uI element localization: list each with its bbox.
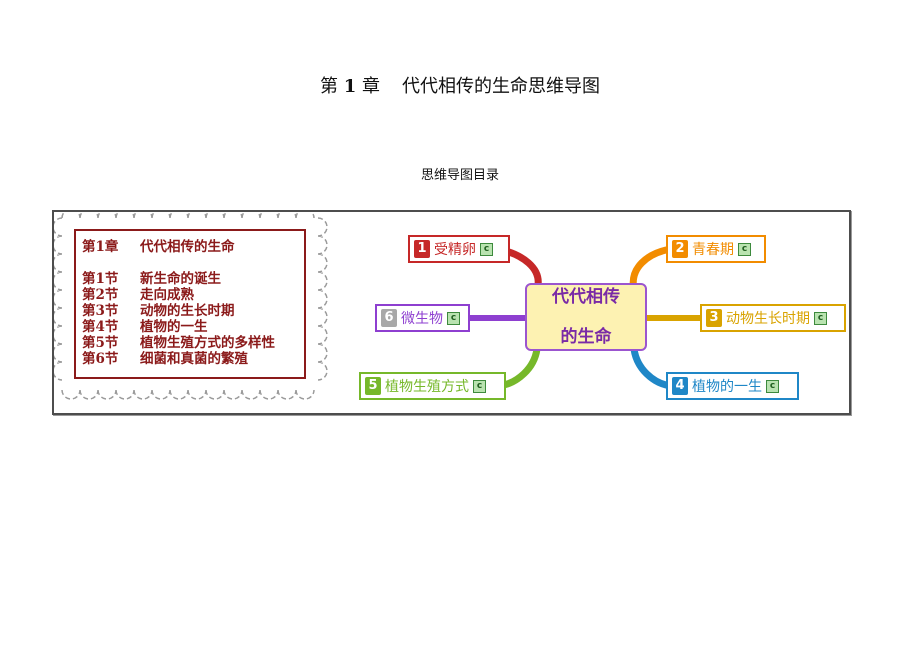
title-text: 代代相传的生命思维导图 — [402, 76, 600, 97]
toc-item-key: 第2节 — [82, 287, 119, 303]
toc-heading-value: 代代相传的生命 — [140, 239, 235, 255]
toc-item[interactable]: 第5节 植物生殖方式的多样性 — [82, 335, 304, 351]
center-topic-node[interactable]: 代代相传的生命 — [525, 283, 647, 351]
note-icon[interactable]: c — [480, 242, 493, 256]
toc-heading-key: 第1章 — [82, 239, 119, 255]
mindmap-subtitle: 思维导图目录 — [420, 168, 499, 183]
toc-item-key: 第1节 — [82, 271, 119, 287]
toc-item-key: 第6节 — [82, 351, 119, 367]
toc-item[interactable]: 第3节 动物的生长时期 — [82, 303, 304, 319]
note-icon[interactable]: c — [766, 379, 779, 393]
toc-item-value: 走向成熟 — [140, 287, 194, 303]
toc-item-value: 植物生殖方式的多样性 — [140, 335, 275, 351]
toc-box: 第1章代代相传的生命 第1节新生命的诞生第2节走向成熟第3节动物的生长时期第4节… — [74, 229, 306, 379]
note-icon[interactable]: c — [738, 242, 751, 256]
mindmap-frame: 第1章代代相传的生命 第1节新生命的诞生第2节走向成熟第3节动物的生长时期第4节… — [52, 210, 851, 415]
branch-label: 受精卵 — [434, 242, 476, 258]
toc-item[interactable]: 第2节 走向成熟 — [82, 287, 304, 303]
toc-item-key: 第3节 — [82, 303, 119, 319]
toc-heading: 第1章 代代相传的生命 — [82, 239, 304, 255]
toc-item-value: 动物的生长时期 — [140, 303, 235, 319]
branch-number-badge: 2 — [672, 240, 688, 258]
note-icon[interactable]: c — [814, 311, 827, 325]
branch-number-badge: 4 — [672, 377, 688, 395]
branch-label: 微生物 — [401, 311, 443, 327]
title-prefix: 第 — [320, 76, 338, 97]
connector-5 — [500, 345, 541, 389]
toc-item[interactable]: 第4节 植物的一生 — [82, 319, 304, 335]
branch-label: 植物的一生 — [692, 379, 762, 395]
branch-number-badge: 1 — [414, 240, 430, 258]
note-icon[interactable]: c — [473, 379, 486, 393]
note-icon[interactable]: c — [447, 311, 460, 325]
branch-number-badge: 3 — [706, 309, 722, 327]
document-title: 第 1 章 代代相传的生命思维导图 — [0, 72, 920, 98]
title-number: 1 — [343, 76, 357, 97]
center-label-line1: 代代相传 — [552, 287, 620, 307]
center-label-line2: 的生命 — [560, 327, 612, 347]
toc-item-key: 第4节 — [82, 319, 119, 335]
branch-number-badge: 6 — [381, 309, 397, 327]
toc-list: 第1节 新生命的诞生第2节 走向成熟第3节 动物的生长时期第4节 植物的一生第5节 植物生… — [82, 271, 304, 367]
toc-item[interactable]: 第6节 细菌和真菌的繁殖 — [82, 351, 304, 367]
title-chapter: 章 — [362, 76, 380, 97]
branch-label: 动物生长时期 — [726, 311, 810, 327]
toc-item-value: 新生命的诞生 — [140, 271, 221, 287]
branch-label: 植物生殖方式 — [385, 379, 469, 395]
branch-number-badge: 5 — [365, 377, 381, 395]
toc-item-value: 植物的一生 — [140, 319, 208, 335]
toc-item-value: 细菌和真菌的繁殖 — [140, 351, 248, 367]
toc-item[interactable]: 第1节 新生命的诞生 — [82, 271, 304, 287]
branch-label: 青春期 — [692, 242, 734, 258]
toc-item-key: 第5节 — [82, 335, 119, 351]
connector-4 — [630, 345, 670, 389]
